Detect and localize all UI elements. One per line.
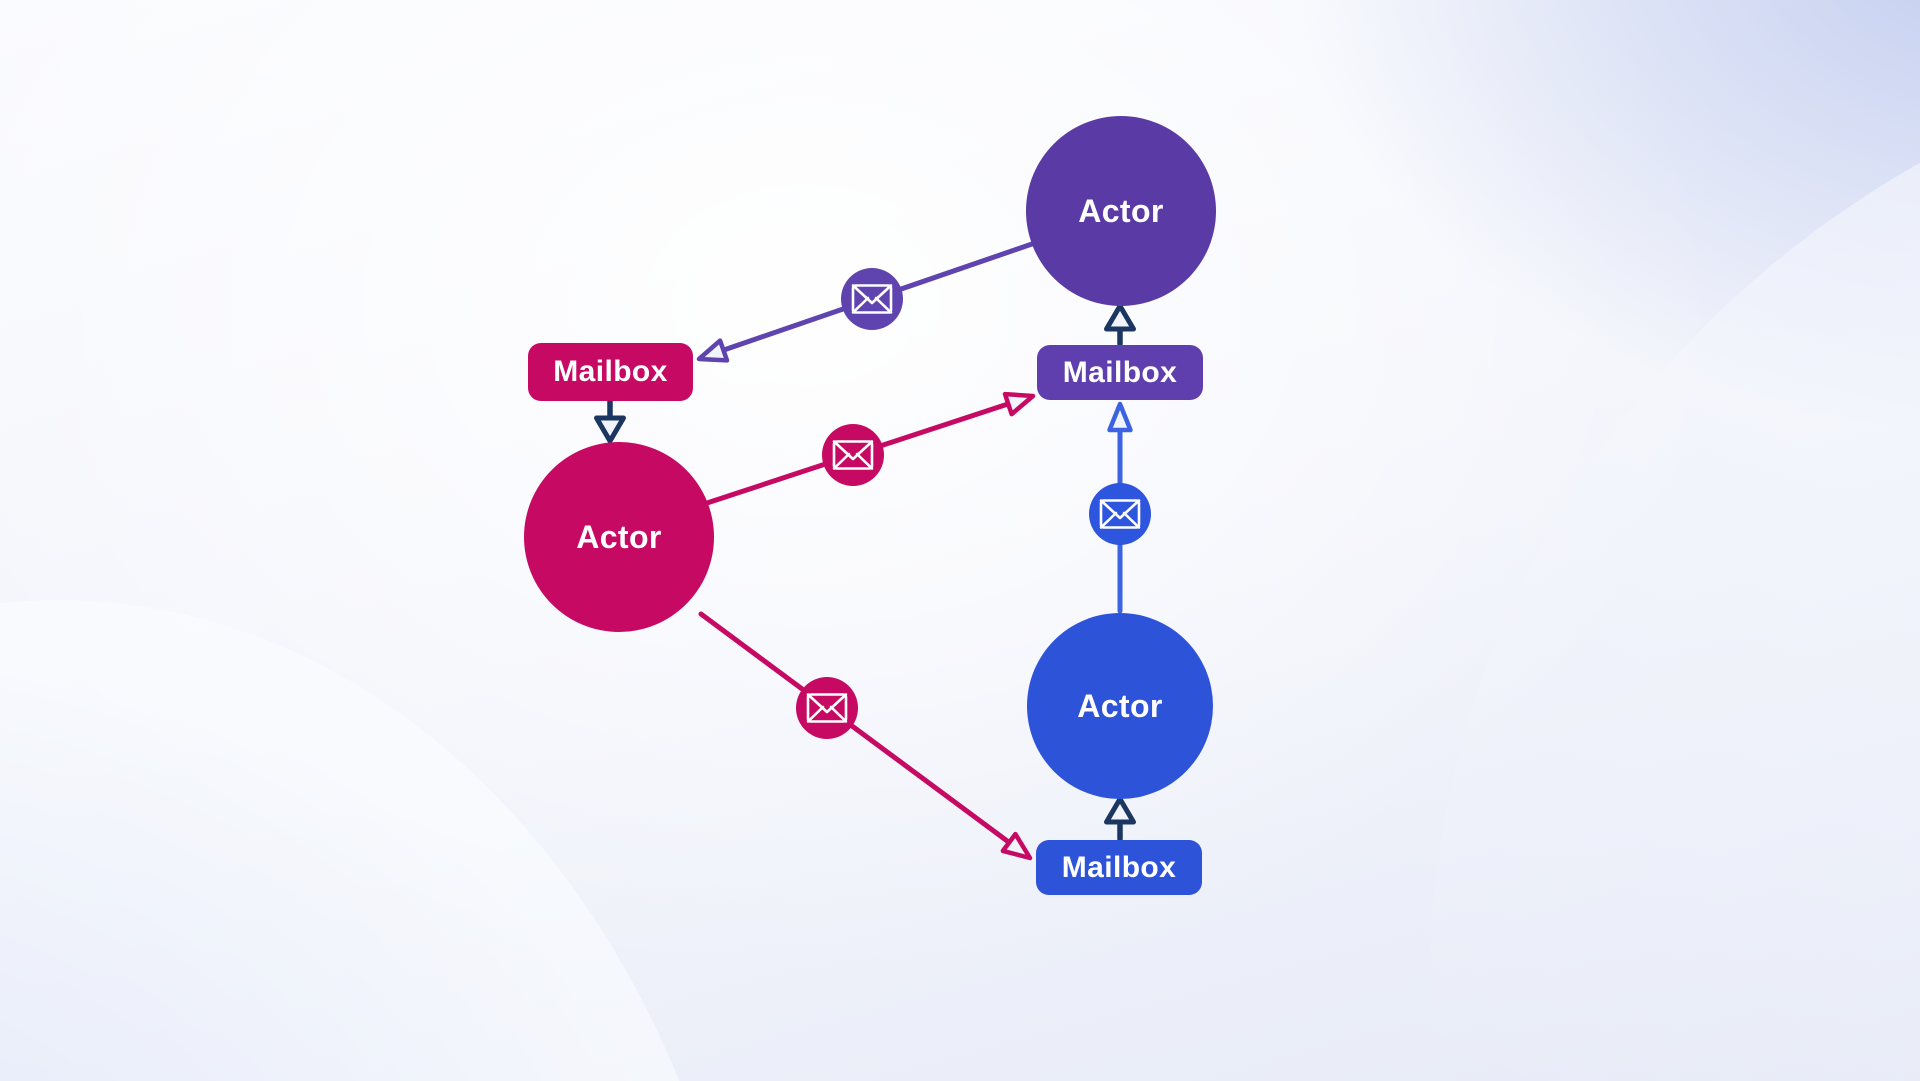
mailbox-node-crimson: Mailbox	[528, 343, 693, 401]
edge-actor-left-to-mailbox-bottom	[698, 611, 1017, 849]
envelope-badge-circle	[841, 268, 903, 330]
actor-node-crimson: Actor	[524, 442, 714, 632]
arrowhead-into-actor-bottom	[1104, 796, 1136, 825]
mailbox-node-blue: Mailbox	[1036, 840, 1202, 895]
envelope-badge-circle	[822, 424, 884, 486]
envelope-icon	[841, 268, 903, 330]
actor-label: Actor	[1078, 192, 1164, 229]
mailbox-node-purple: Mailbox	[1037, 345, 1203, 400]
mailbox-label: Mailbox	[1061, 850, 1177, 884]
arrowhead-into-mailbox-bottom	[1000, 831, 1033, 861]
actor-node-blue: Actor	[1027, 613, 1213, 799]
envelope-icon	[822, 424, 884, 486]
arrowhead-into-actor-top	[1104, 303, 1136, 332]
arrowhead-into-mailbox-left	[696, 338, 730, 363]
envelope-icon	[796, 677, 858, 739]
actor-label: Actor	[1077, 687, 1163, 724]
envelope-badge-circle	[796, 677, 858, 739]
arrowhead-into-mailbox-mid-bottom	[1107, 401, 1133, 433]
envelope-badge-circle	[1089, 483, 1151, 545]
arrowhead-into-mailbox-mid-left	[1002, 391, 1036, 417]
actor-node-purple: Actor	[1026, 116, 1216, 306]
envelope-icon	[1089, 483, 1151, 545]
actor-label: Actor	[576, 518, 662, 555]
arrowhead-into-actor-left	[594, 415, 626, 444]
mailbox-label: Mailbox	[553, 355, 668, 388]
mailbox-label: Mailbox	[1062, 355, 1178, 389]
